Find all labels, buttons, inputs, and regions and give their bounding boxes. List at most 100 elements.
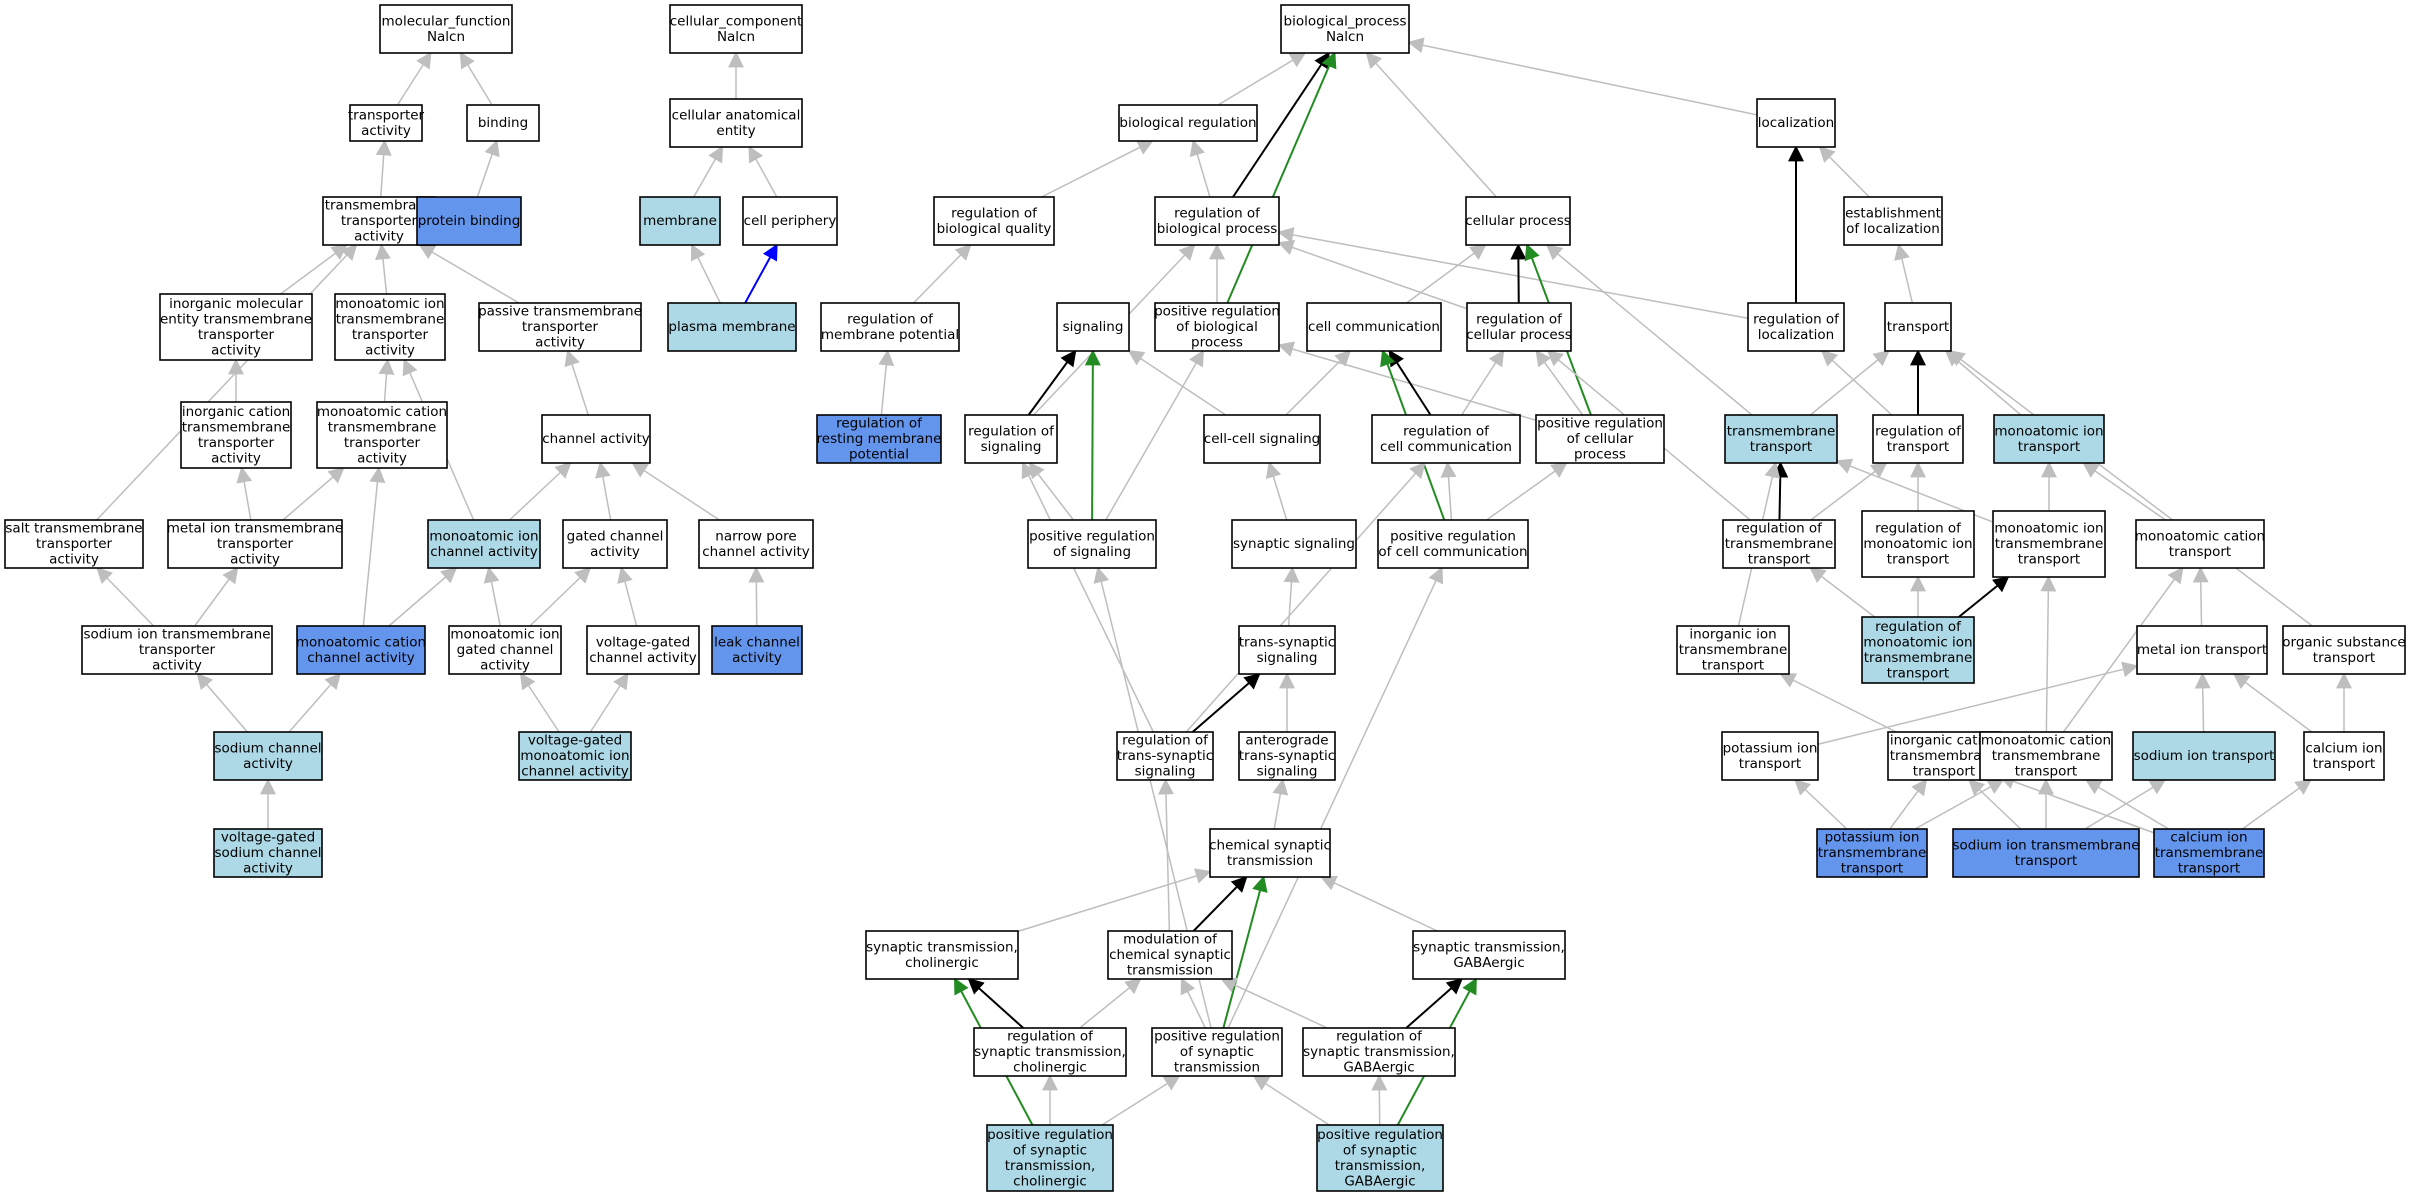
node-label-line: positive regulation bbox=[1154, 304, 1280, 320]
node-label-line: synaptic transmission, bbox=[866, 939, 1018, 955]
node-label-line: activity bbox=[361, 123, 411, 139]
edge-mcta-to-mitta bbox=[378, 358, 395, 403]
node-label-line: channel activity bbox=[307, 650, 414, 666]
edge-kit-to-metit bbox=[1817, 661, 2139, 745]
node-box bbox=[1203, 414, 1321, 464]
node-mcta: monoatomic cationtransmembranetransporte… bbox=[316, 401, 448, 469]
node-label-line: GABAergic bbox=[1344, 1173, 1415, 1189]
node-box bbox=[2132, 731, 2276, 781]
node-label-line: monoatomic cation bbox=[317, 404, 447, 420]
node-label-line: anterograde bbox=[1245, 733, 1328, 749]
node-label-line: positive regulation bbox=[1029, 528, 1155, 544]
node-label-line: synaptic transmission, bbox=[1303, 1044, 1455, 1060]
node-label-line: inorganic molecular bbox=[169, 296, 303, 312]
node-ccomm: cell communication bbox=[1306, 302, 1442, 352]
node-box bbox=[1238, 731, 1336, 781]
edge-rstc-to-stc bbox=[967, 977, 1024, 1029]
node-label-line: activity bbox=[230, 552, 280, 568]
node-label-line: leak channel bbox=[714, 634, 800, 650]
edge-pros-to-prbp bbox=[1105, 349, 1204, 521]
node-label-line: monoatomic cation bbox=[296, 634, 426, 650]
node-box bbox=[1116, 731, 1214, 781]
node-mitta: monoatomic iontransmembranetransporterac… bbox=[334, 293, 446, 361]
node-box bbox=[213, 828, 323, 878]
node-label-line: cell communication bbox=[1380, 439, 1512, 455]
node-box bbox=[986, 1124, 1114, 1192]
node-label-line: monoatomic ion bbox=[429, 528, 538, 544]
node-label-line: chemical synaptic bbox=[1209, 837, 1331, 853]
edge-mct-to-mit bbox=[2082, 462, 2166, 521]
node-box bbox=[296, 625, 426, 675]
node-label-line: voltage-gated bbox=[221, 830, 315, 846]
edge-pb-to-binding bbox=[476, 139, 500, 198]
edge-rcc-to-rcp bbox=[1461, 349, 1505, 416]
node-label-line: cholinergic bbox=[905, 955, 979, 971]
node-label-line: transport bbox=[2178, 861, 2240, 877]
edge-rtss-to-rcc bbox=[1185, 461, 1426, 733]
node-label-line: biological_process bbox=[1284, 13, 1407, 29]
edge-rstg-to-stg bbox=[1405, 977, 1463, 1029]
node-box bbox=[742, 196, 838, 246]
node-label-line: monoatomic cation bbox=[1981, 733, 2111, 749]
node-label-line: Nalcn bbox=[717, 29, 755, 45]
node-label-line: channel activity bbox=[521, 764, 628, 780]
node-label-line: of synaptic bbox=[1343, 1142, 1417, 1158]
node-label-line: activity bbox=[211, 342, 261, 358]
edge-tss-to-synsig bbox=[1283, 566, 1300, 627]
edge-vgmica-to-migca bbox=[519, 672, 560, 733]
node-label-line: cell communication bbox=[1308, 319, 1440, 335]
edge-prcc-to-prcp bbox=[1486, 462, 1568, 521]
node-box bbox=[1118, 104, 1258, 142]
node-icta: inorganic cationtransmembranetransporter… bbox=[180, 401, 292, 469]
node-box bbox=[1107, 930, 1233, 980]
edge-npca-to-ca bbox=[631, 462, 720, 521]
node-label-line: Nalcn bbox=[427, 29, 465, 45]
node-box bbox=[334, 293, 446, 361]
node-label-line: cholinergic bbox=[1013, 1060, 1087, 1076]
node-label-line: transport bbox=[1887, 552, 1949, 568]
edge-ca-to-ptta bbox=[564, 349, 589, 416]
node-label-line: voltage-gated bbox=[528, 733, 622, 749]
node-box bbox=[973, 1027, 1127, 1077]
edge-rstc-to-mcst bbox=[1079, 977, 1142, 1029]
node-box bbox=[1676, 625, 1790, 675]
node-label-line: signaling bbox=[1135, 764, 1196, 780]
edge-prbp-to-bp bbox=[1226, 51, 1337, 304]
node-box bbox=[1231, 519, 1357, 569]
edge-kitmt-to-ictmt bbox=[1889, 778, 1928, 830]
edge-vgca-to-gca bbox=[617, 566, 638, 627]
node-box bbox=[379, 4, 513, 54]
node-label-line: transport bbox=[1750, 439, 1812, 455]
edge-prst-to-prcc bbox=[1227, 566, 1444, 1029]
node-label-line: metal ion transport bbox=[2137, 642, 2267, 658]
node-label-line: potassium ion bbox=[1825, 830, 1920, 846]
node-box bbox=[711, 625, 803, 675]
node-label-line: membrane potential bbox=[821, 327, 959, 343]
node-label-line: transporter bbox=[348, 107, 425, 123]
edge-prstc-to-prst bbox=[1101, 1075, 1181, 1126]
node-label-line: transport bbox=[1887, 439, 1949, 455]
node-label-line: transport bbox=[1748, 552, 1810, 568]
node-label-line: transport bbox=[2015, 853, 2077, 869]
node-label-line: cholinergic bbox=[1013, 1173, 1087, 1189]
edge-rstg-to-mcst bbox=[1220, 977, 1328, 1029]
edge-transport-to-eol bbox=[1894, 243, 1914, 304]
node-box bbox=[1816, 828, 1928, 878]
edge-br-to-bp bbox=[1217, 52, 1307, 106]
node-label-line: positive regulation bbox=[1390, 528, 1516, 544]
edge-mica-to-ca bbox=[509, 461, 572, 521]
node-box bbox=[865, 930, 1019, 980]
edge-sitmt-to-ictmt bbox=[1968, 778, 2022, 830]
node-label-line: activity bbox=[480, 658, 530, 674]
